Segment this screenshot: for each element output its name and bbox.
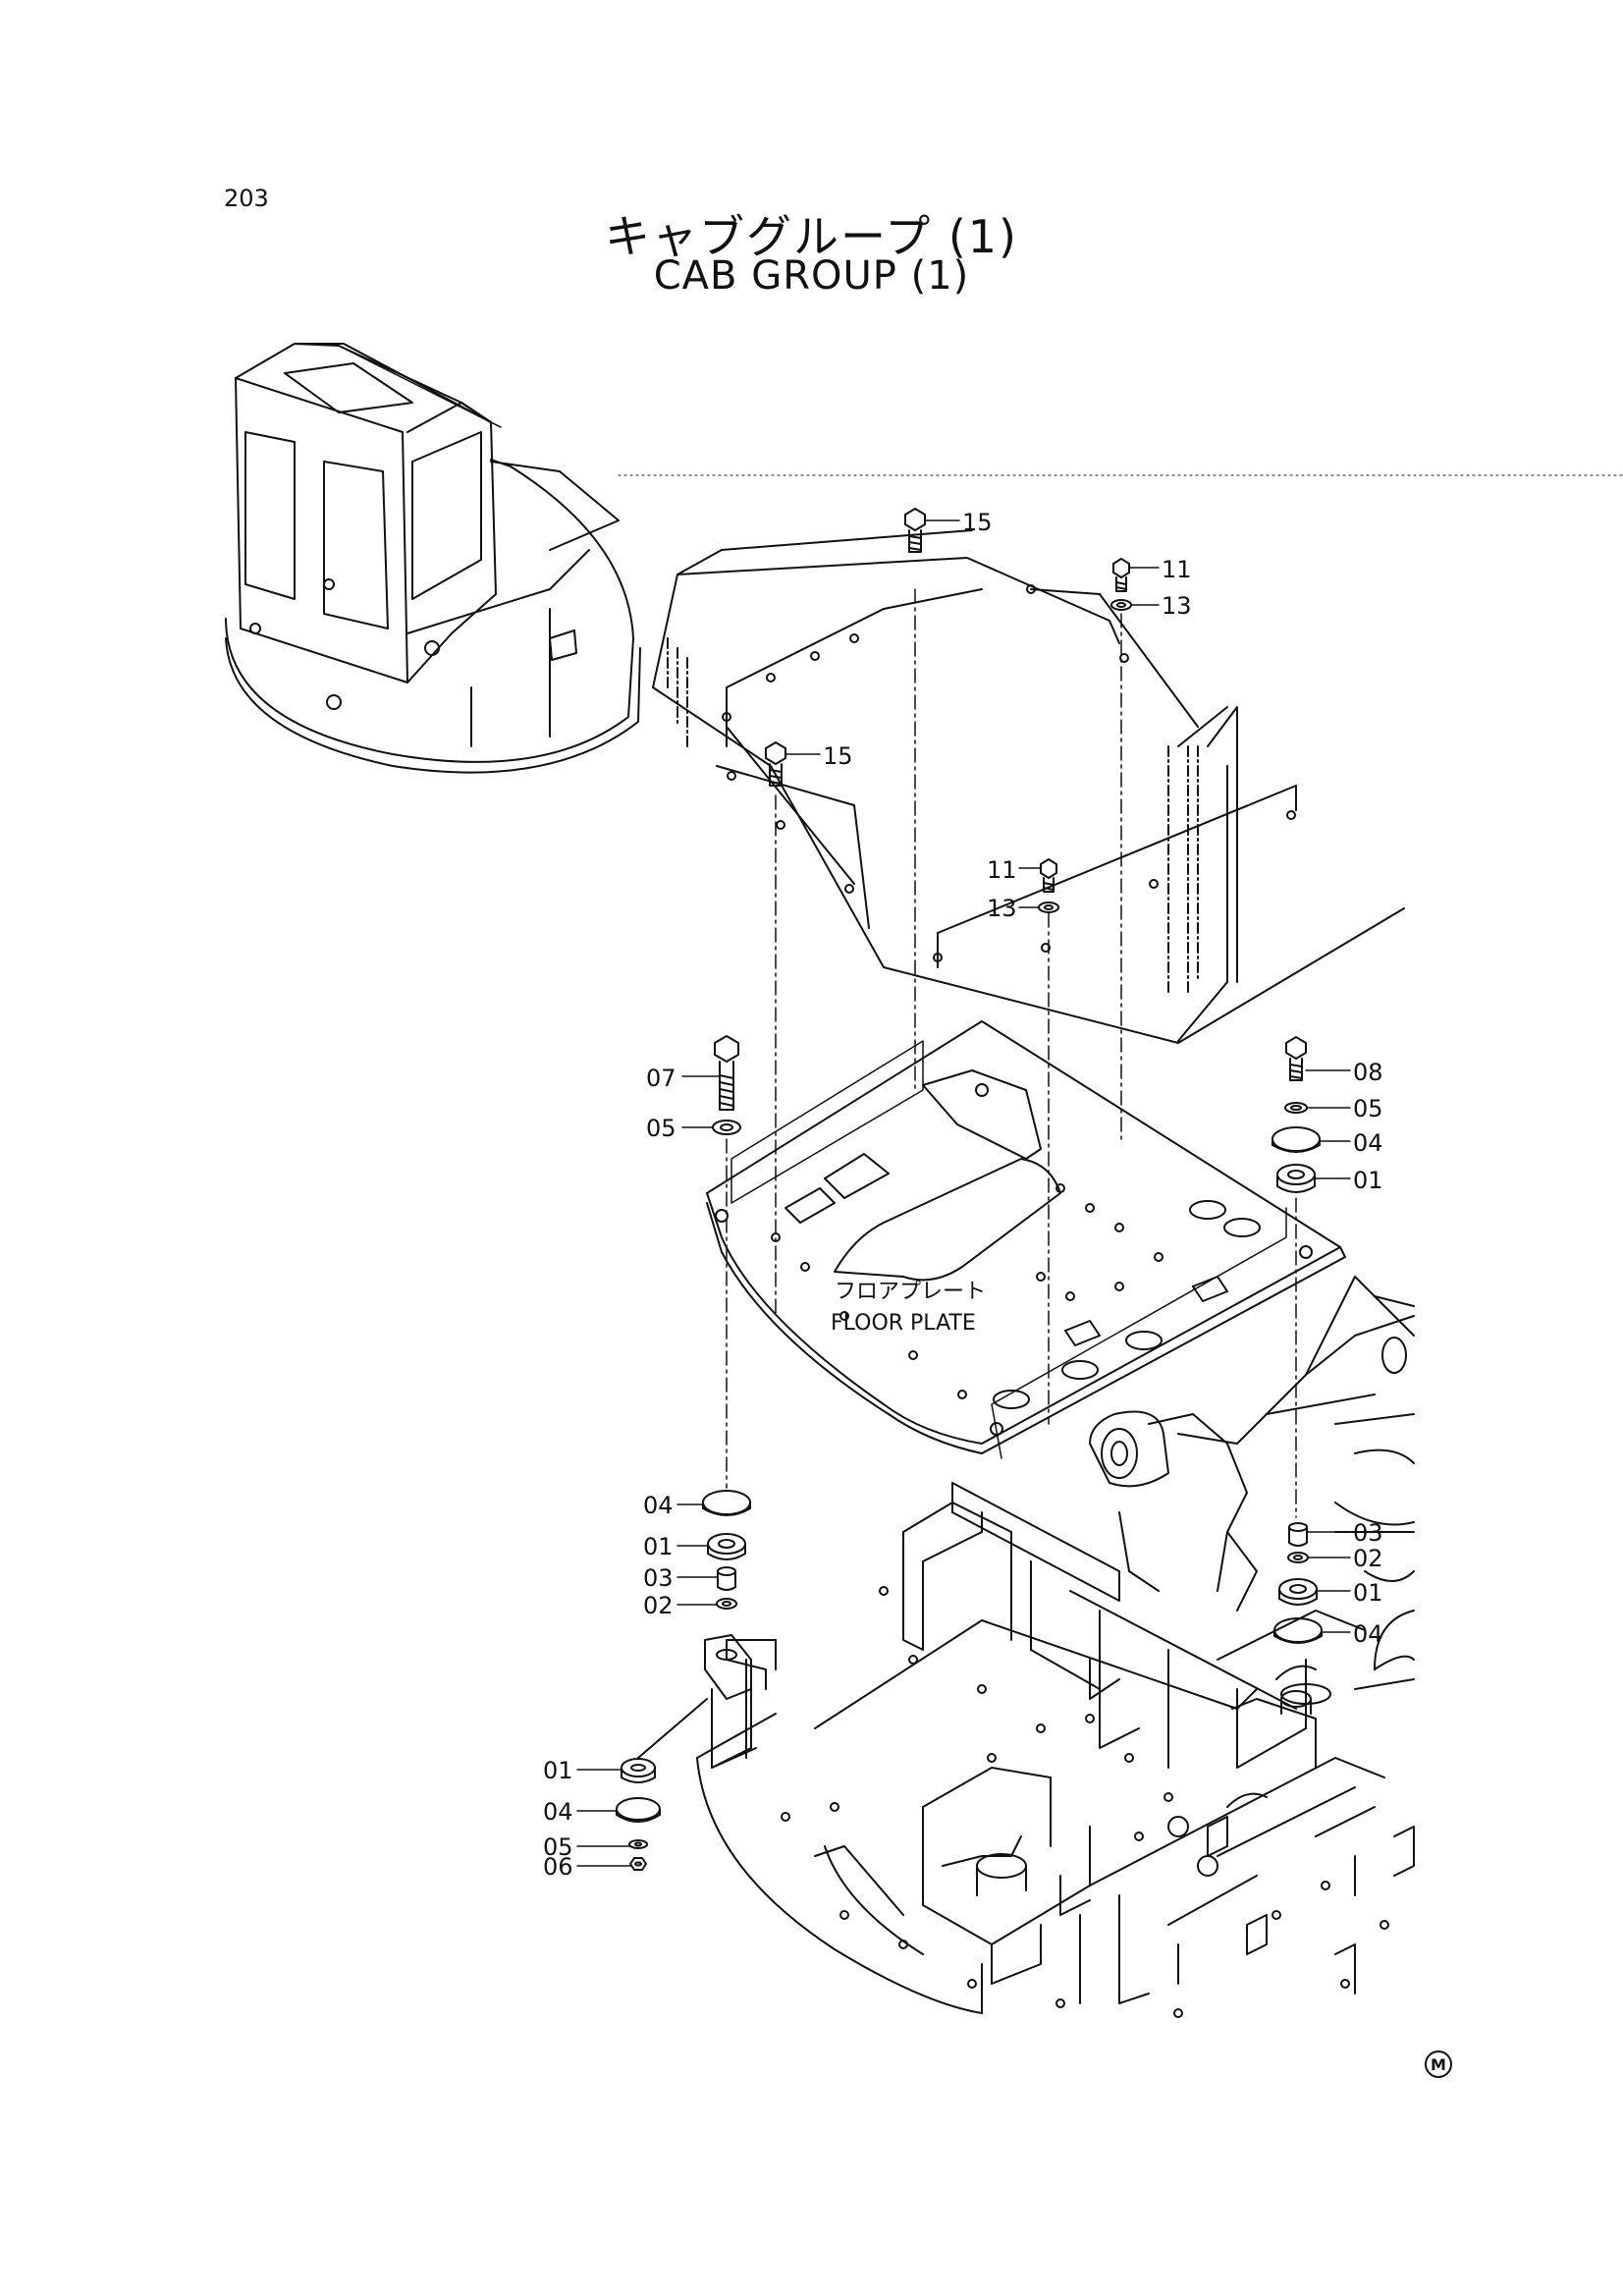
bolt-11-top [1110,558,1132,611]
callout-leader-lines [576,519,1351,1867]
callout-01-right-lower: 01 [1353,1579,1383,1607]
mount-stack-left-lower [616,1758,661,1871]
callout-02-right: 02 [1353,1545,1383,1572]
callout-08: 08 [1353,1059,1383,1086]
callout-04-right-upper: 04 [1353,1129,1383,1157]
bolt-15-lower [765,741,786,787]
page-number: 203 [224,185,269,212]
callout-07: 07 [646,1065,676,1092]
callout-05-left: 05 [646,1115,676,1142]
cab-body-illustration [652,529,1405,1044]
excavator-overview-illustration [225,343,641,774]
mount-stack-left-upper [702,1490,751,1610]
callout-06: 06 [543,1853,573,1881]
callout-11-lower: 11 [987,856,1017,884]
callout-15-top: 15 [962,509,993,536]
callout-03-left: 03 [643,1564,674,1592]
assembly-center-lines [726,588,1297,1518]
upper-frame-illustration [696,1482,1415,2018]
floor-plate-label-japanese: フロアプレート [835,1280,986,1304]
callout-13-lower: 13 [987,895,1017,922]
callout-02-left: 02 [643,1592,674,1619]
left-mount-bracket-illustration [637,1634,752,1769]
right-mount-post-illustration [1231,1690,1317,1769]
manufacturer-mark: M [1425,2050,1452,2078]
page-title-japanese: キャブグループ (1) [604,210,1019,263]
callout-05-left-lower: 05 [543,1833,573,1861]
bolt-15-top [904,508,926,553]
bolt-07 [712,1035,741,1135]
floor-plate-label-english: FLOOR PLATE [831,1311,976,1336]
bolt-11-lower [1038,858,1059,913]
callout-11-top: 11 [1162,556,1192,583]
callout-01-left-upper: 01 [643,1533,674,1560]
mount-stack-right-lower [1273,1522,1323,1644]
callout-01-right-upper: 01 [1353,1167,1383,1194]
callout-03-right: 03 [1353,1519,1383,1547]
callout-13-top: 13 [1162,592,1192,620]
callout-04-right-lower: 04 [1353,1620,1383,1648]
callout-04-left-lower: 04 [543,1798,573,1826]
page-title-english: CAB GROUP (1) [653,253,970,299]
floor-plate-illustration [706,1020,1346,1459]
bolt-08-stack-right [1271,1036,1321,1193]
callout-04-left-upper: 04 [643,1492,674,1519]
callout-05-right: 05 [1353,1095,1383,1122]
callout-15-lower: 15 [823,742,853,770]
callout-01-left-lower: 01 [543,1757,573,1784]
